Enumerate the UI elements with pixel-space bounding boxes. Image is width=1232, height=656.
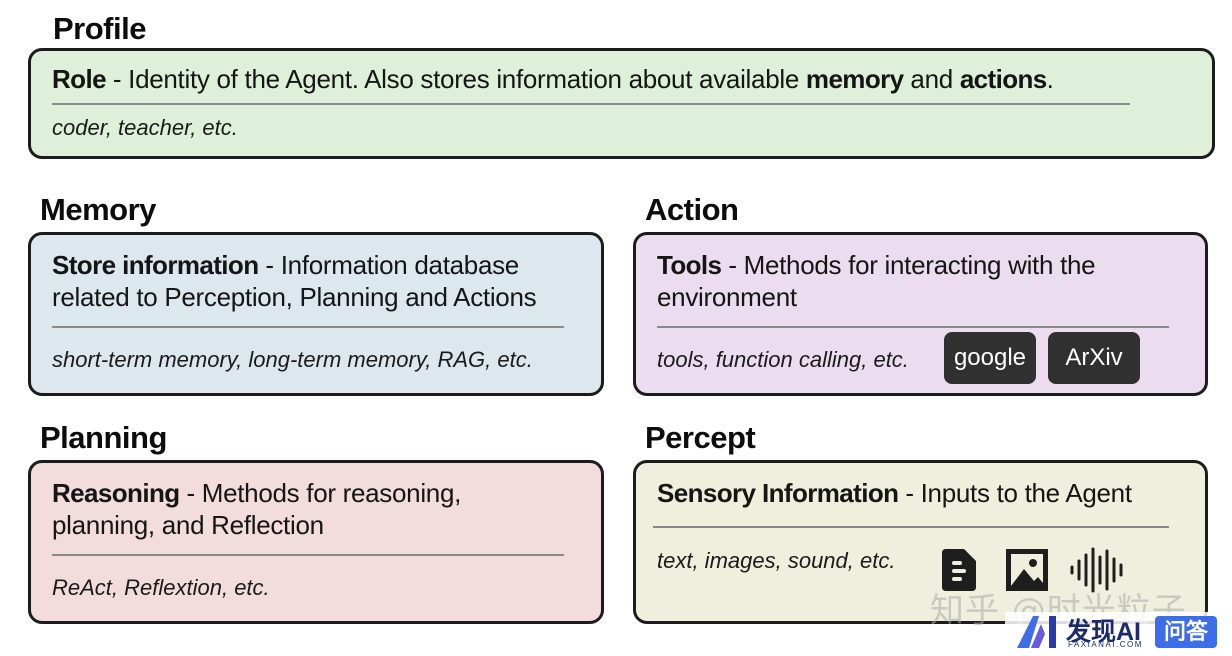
reasoning-label: Reasoning (52, 478, 180, 508)
sound-wave-icon (1070, 547, 1123, 593)
google-tool-chip: google (944, 332, 1036, 384)
image-icon (1006, 549, 1048, 591)
memory-description: Store information - Information database… (52, 250, 537, 312)
profile-card: Role - Identity of the Agent. Also store… (28, 48, 1215, 159)
memory-card: Store information - Information database… (28, 232, 604, 396)
percept-examples: text, images, sound, etc. (657, 548, 896, 573)
tools-label: Tools (657, 250, 722, 280)
action-examples: tools, function calling, etc. (657, 347, 909, 372)
store-information-label: Store information (52, 250, 259, 280)
sensory-information-label: Sensory Information (657, 478, 899, 508)
planning-divider (52, 554, 564, 556)
qa-badge: 问答 (1155, 616, 1217, 648)
percept-card: Sensory Information - Inputs to the Agen… (633, 460, 1208, 624)
brand-logo-icon (1017, 616, 1056, 648)
action-title: Action (645, 192, 739, 227)
document-icon (942, 549, 976, 591)
planning-title: Planning (40, 420, 167, 455)
memory-examples: short-term memory, long-term memory, RAG… (52, 347, 533, 372)
brand-url: FAXIANAI.COM (1068, 640, 1143, 649)
action-card: Tools - Methods for interacting with the… (633, 232, 1208, 396)
percept-divider (653, 526, 1169, 528)
action-divider (657, 326, 1169, 328)
memory-title: Memory (40, 192, 156, 227)
planning-description: Reasoning - Methods for reasoning, plann… (52, 478, 462, 540)
arxiv-tool-chip: ArXiv (1048, 332, 1140, 384)
memory-divider (52, 326, 564, 328)
profile-title: Profile (53, 11, 146, 46)
planning-card: Reasoning - Methods for reasoning, plann… (28, 460, 604, 624)
memory-keyword: memory (805, 64, 904, 94)
planning-examples: ReAct, Reflextion, etc. (52, 575, 270, 600)
actions-keyword: actions (959, 64, 1047, 94)
percept-description: Sensory Information - Inputs to the Agen… (657, 478, 1132, 508)
profile-role-description: Role - Identity of the Agent. Also store… (52, 64, 1054, 94)
profile-examples: coder, teacher, etc. (52, 115, 238, 140)
action-description: Tools - Methods for interacting with the… (657, 250, 1096, 312)
role-label: Role (52, 64, 107, 94)
percept-title: Percept (645, 420, 756, 455)
brand-name: 发现AI (1066, 618, 1142, 646)
profile-divider (52, 103, 1130, 105)
